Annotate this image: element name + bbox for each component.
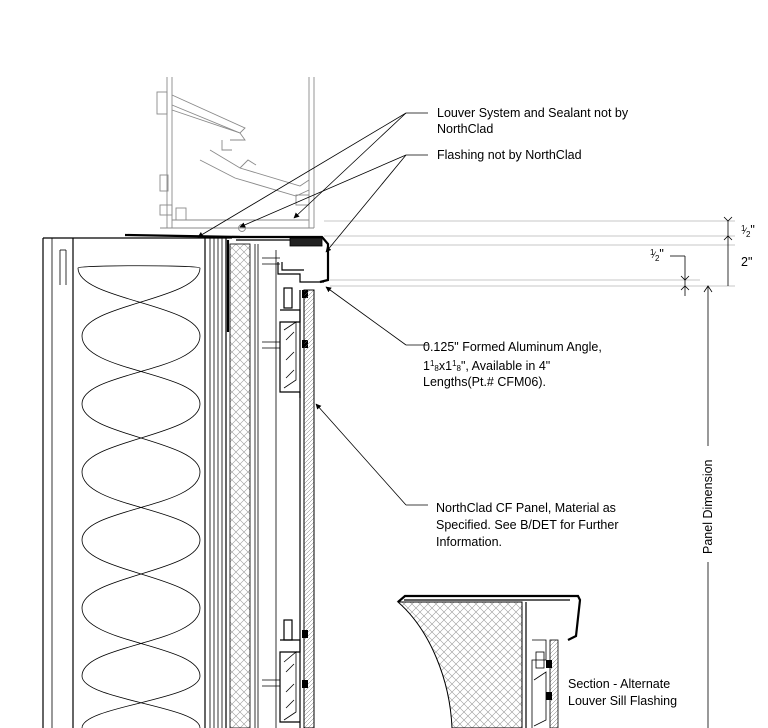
insulation-batt [77,265,201,728]
section-title-line2: Louver Sill Flashing [568,694,677,708]
callout-flashing: Flashing not by NorthClad [437,148,582,162]
louver-system [156,77,315,232]
alternate-sill-section [396,594,582,728]
callout-panel-line3: Information. [436,535,502,549]
northclad-panel [262,289,315,728]
dimension-lines [324,216,735,728]
section-title-line1: Section - Alternate [568,677,670,691]
dim-two-inch: 2" [741,255,752,269]
callout-angle-line2: 118x118", Available in 4" [423,359,550,373]
callout-panel-line1: NorthClad CF Panel, Material as [436,501,616,515]
callout-panel-line2: Specified. See B/DET for Further [436,518,619,532]
dim-half-top: 1⁄2" [741,223,755,239]
dim-panel-dimension: Panel Dimension [701,459,715,554]
dim-half-mid: 1⁄2" [650,247,664,263]
callout-angle-line3: Lengths(Pt.# CFM06). [423,375,546,389]
wall-assembly [42,233,277,728]
rigid-insulation [229,243,251,728]
leader-lines [197,112,428,506]
callout-louver-line2: NorthClad [437,122,493,136]
callout-angle-line1: 0.125" Formed Aluminum Angle, [423,340,602,354]
callout-louver-line1: Louver System and Sealant not by [437,106,629,120]
